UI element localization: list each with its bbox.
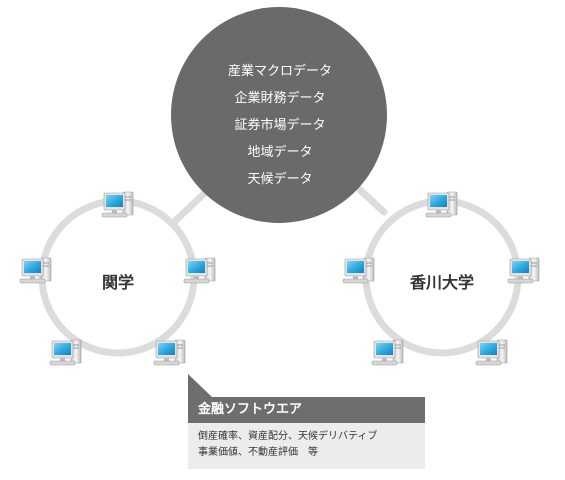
computer-icon — [183, 257, 216, 284]
central-item: 天候データ — [247, 172, 313, 187]
computer-icon — [507, 257, 540, 284]
network-label-kagawa: 香川大学 — [410, 273, 475, 292]
callout-line: 事業価値、不動産評価 等 — [198, 447, 318, 458]
callout-pointer — [188, 374, 212, 397]
computer-icon — [475, 339, 508, 366]
computer-icon — [371, 339, 404, 366]
computer-icon — [153, 339, 186, 366]
connector-left — [170, 186, 212, 226]
callout-body: 倒産確率、資産配分、天候デリバティブ 事業価値、不動産評価 等 — [188, 423, 425, 469]
computer-icon — [342, 257, 375, 284]
computer-icon — [101, 191, 134, 218]
central-data-list: 産業マクロデータ 企業財務データ 証券市場データ 地域データ 天候データ — [200, 58, 360, 193]
central-item: 産業マクロデータ — [227, 64, 332, 79]
computer-icon — [49, 339, 82, 366]
central-item: 地域データ — [247, 145, 313, 160]
computer-icon — [425, 191, 458, 218]
central-item: 企業財務データ — [234, 91, 326, 106]
connector-right — [354, 184, 388, 216]
network-label-kangaku: 関学 — [102, 273, 135, 292]
central-item: 証券市場データ — [234, 118, 326, 133]
central-data-circle — [171, 7, 387, 223]
computer-icon — [19, 257, 52, 284]
callout-title: 金融ソフトウエア — [188, 397, 425, 423]
callout-line: 倒産確率、資産配分、天候デリバティブ — [198, 431, 378, 442]
